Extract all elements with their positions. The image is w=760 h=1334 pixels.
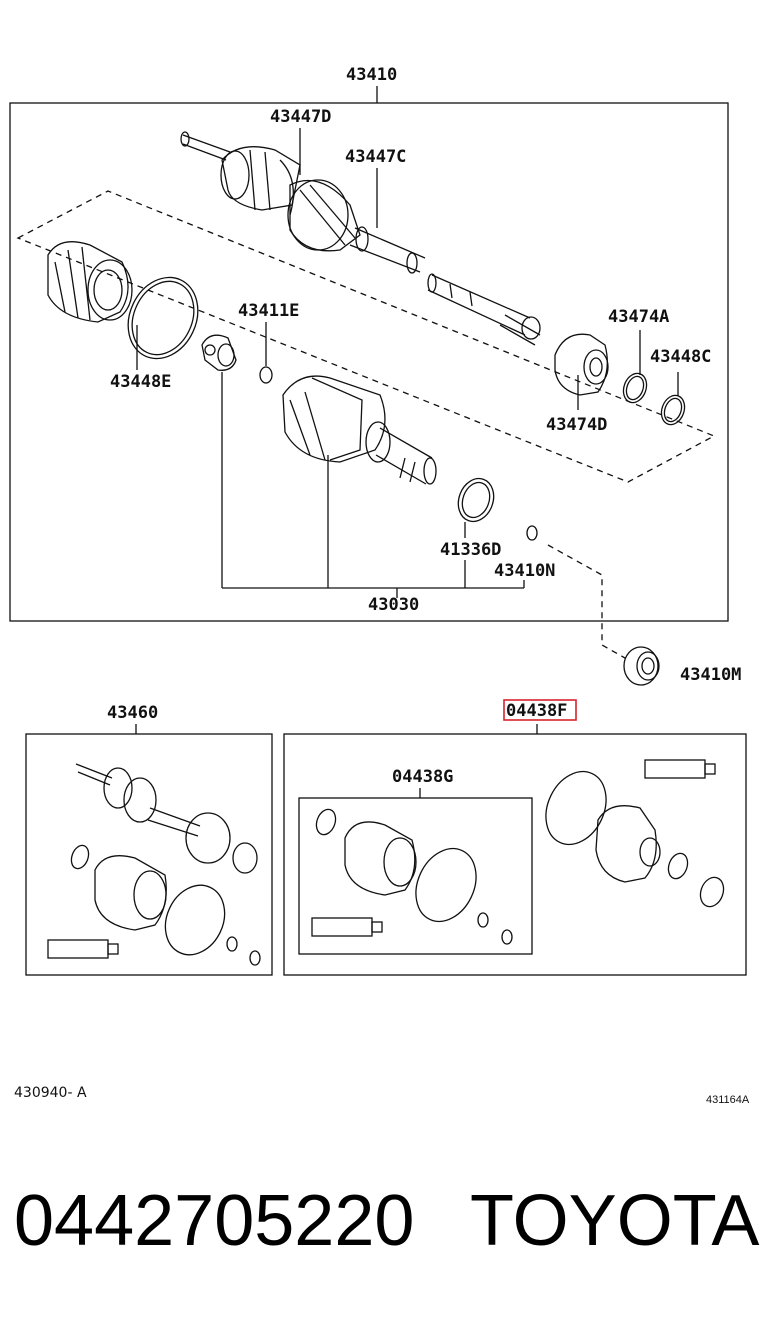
clamp-43448C bbox=[660, 394, 686, 426]
label-43474A[interactable]: 43474A bbox=[608, 307, 669, 327]
inner-boot bbox=[47, 241, 133, 323]
assembly-43410-frame bbox=[9, 102, 729, 622]
inner-joint-housing bbox=[282, 375, 437, 485]
kit-43460-outer-joint bbox=[75, 763, 258, 874]
kit-04438F-frame bbox=[283, 733, 747, 976]
snap-ring-43411E bbox=[259, 366, 273, 384]
outer-cv-shaft bbox=[180, 131, 541, 346]
kit-04438F-clamp-large bbox=[545, 770, 607, 846]
kit-43460-frame bbox=[25, 733, 273, 976]
kit-43460-clamp-large bbox=[164, 884, 226, 956]
label-43474D[interactable]: 43474D bbox=[546, 415, 607, 435]
part-number: 0442705220 bbox=[14, 1181, 415, 1261]
brand-name: TOYOTA bbox=[470, 1181, 760, 1261]
label-43411E[interactable]: 43411E bbox=[238, 301, 299, 321]
kit-43460-grease-tube bbox=[47, 939, 119, 959]
kit-04438F-boot bbox=[595, 805, 661, 883]
label-43448C[interactable]: 43448C bbox=[650, 347, 711, 367]
label-04438F[interactable]: 04438F bbox=[506, 701, 567, 721]
label-43410N[interactable]: 43410N bbox=[494, 561, 555, 581]
label-43410M[interactable]: 43410M bbox=[680, 665, 741, 685]
label-43460[interactable]: 43460 bbox=[107, 703, 158, 723]
dust-seal bbox=[554, 333, 609, 396]
diagram-ref-right: 431164A bbox=[706, 1094, 750, 1106]
kit-43460-clamp-small bbox=[70, 844, 90, 870]
kit-04438G-boot bbox=[344, 821, 417, 896]
dashed-subassembly-outline bbox=[16, 190, 716, 483]
label-04438G[interactable]: 04438G bbox=[392, 767, 453, 787]
clamp-43474A bbox=[622, 372, 648, 404]
diagram-ref-left: 430940- A bbox=[14, 1085, 87, 1101]
clip-43410N bbox=[526, 525, 538, 541]
kit-43460-boot bbox=[94, 855, 167, 931]
tripod-joint bbox=[201, 334, 237, 371]
seal-ring-41336D bbox=[457, 477, 495, 523]
label-43030[interactable]: 43030 bbox=[368, 595, 419, 615]
boot-clamp-large bbox=[127, 276, 199, 360]
label-43447C[interactable]: 43447C bbox=[345, 147, 406, 167]
kit-04438G-frame bbox=[298, 797, 533, 955]
kit-04438F-grease-tube bbox=[644, 759, 716, 779]
kit-04438G-grease-tube bbox=[311, 917, 383, 937]
label-43447D[interactable]: 43447D bbox=[270, 107, 331, 127]
label-43448E[interactable]: 43448E bbox=[110, 372, 171, 392]
highlight-box bbox=[503, 699, 577, 721]
label-43410[interactable]: 43410 bbox=[346, 65, 397, 85]
bearing-43410M bbox=[623, 646, 660, 686]
label-41336D[interactable]: 41336D bbox=[440, 540, 501, 560]
